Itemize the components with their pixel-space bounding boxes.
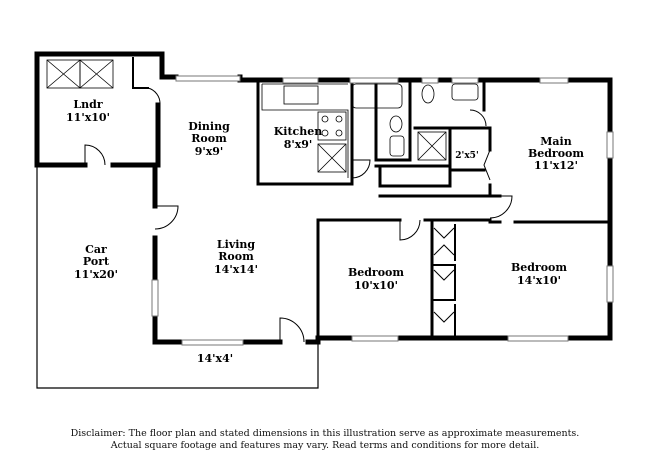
bedroom-right-name: Bedroom [511,261,567,274]
laundry-name: Lndr [73,98,102,111]
fixtures [46,59,479,178]
dining-name-1: Dining [188,120,230,133]
room-labels: Lndr 11'x10' Dining Room 9'x9' Kitchen 8… [66,98,584,365]
kitchen-name: Kitchen [274,125,323,138]
main-bedroom-name-2: Bedroom [528,147,584,160]
dining-dims: 9'x9' [195,145,224,158]
bedroom-middle-dims: 10'x10' [354,279,398,292]
laundry-dims: 11'x10' [66,111,110,124]
carport-name-1: Car [85,243,107,256]
living-name-1: Living [217,238,255,251]
living-name-2: Room [218,250,254,263]
bedroom-right-dims: 14'x10' [517,274,561,287]
carport-outline [36,165,319,389]
living-dims: 14'x14' [214,263,258,276]
dining-name-2: Room [191,132,227,145]
disclaimer-line-1: Disclaimer: The floor plan and stated di… [70,428,580,439]
main-bedroom-dims: 11'x12' [534,159,578,172]
carport-name-2: Port [83,255,110,268]
disclaimer-line-2: Actual square footage and features may v… [110,440,540,451]
closet-dims: 2'x5' [455,151,478,161]
bedroom-middle-name: Bedroom [348,266,404,279]
porch-dims: 14'x4' [197,352,233,365]
walls [34,51,613,345]
carport-dims: 11'x20' [74,268,118,281]
main-bedroom-name-1: Main [540,135,571,148]
windows [151,75,614,346]
doors [84,87,513,343]
kitchen-dims: 8'x9' [284,138,313,151]
